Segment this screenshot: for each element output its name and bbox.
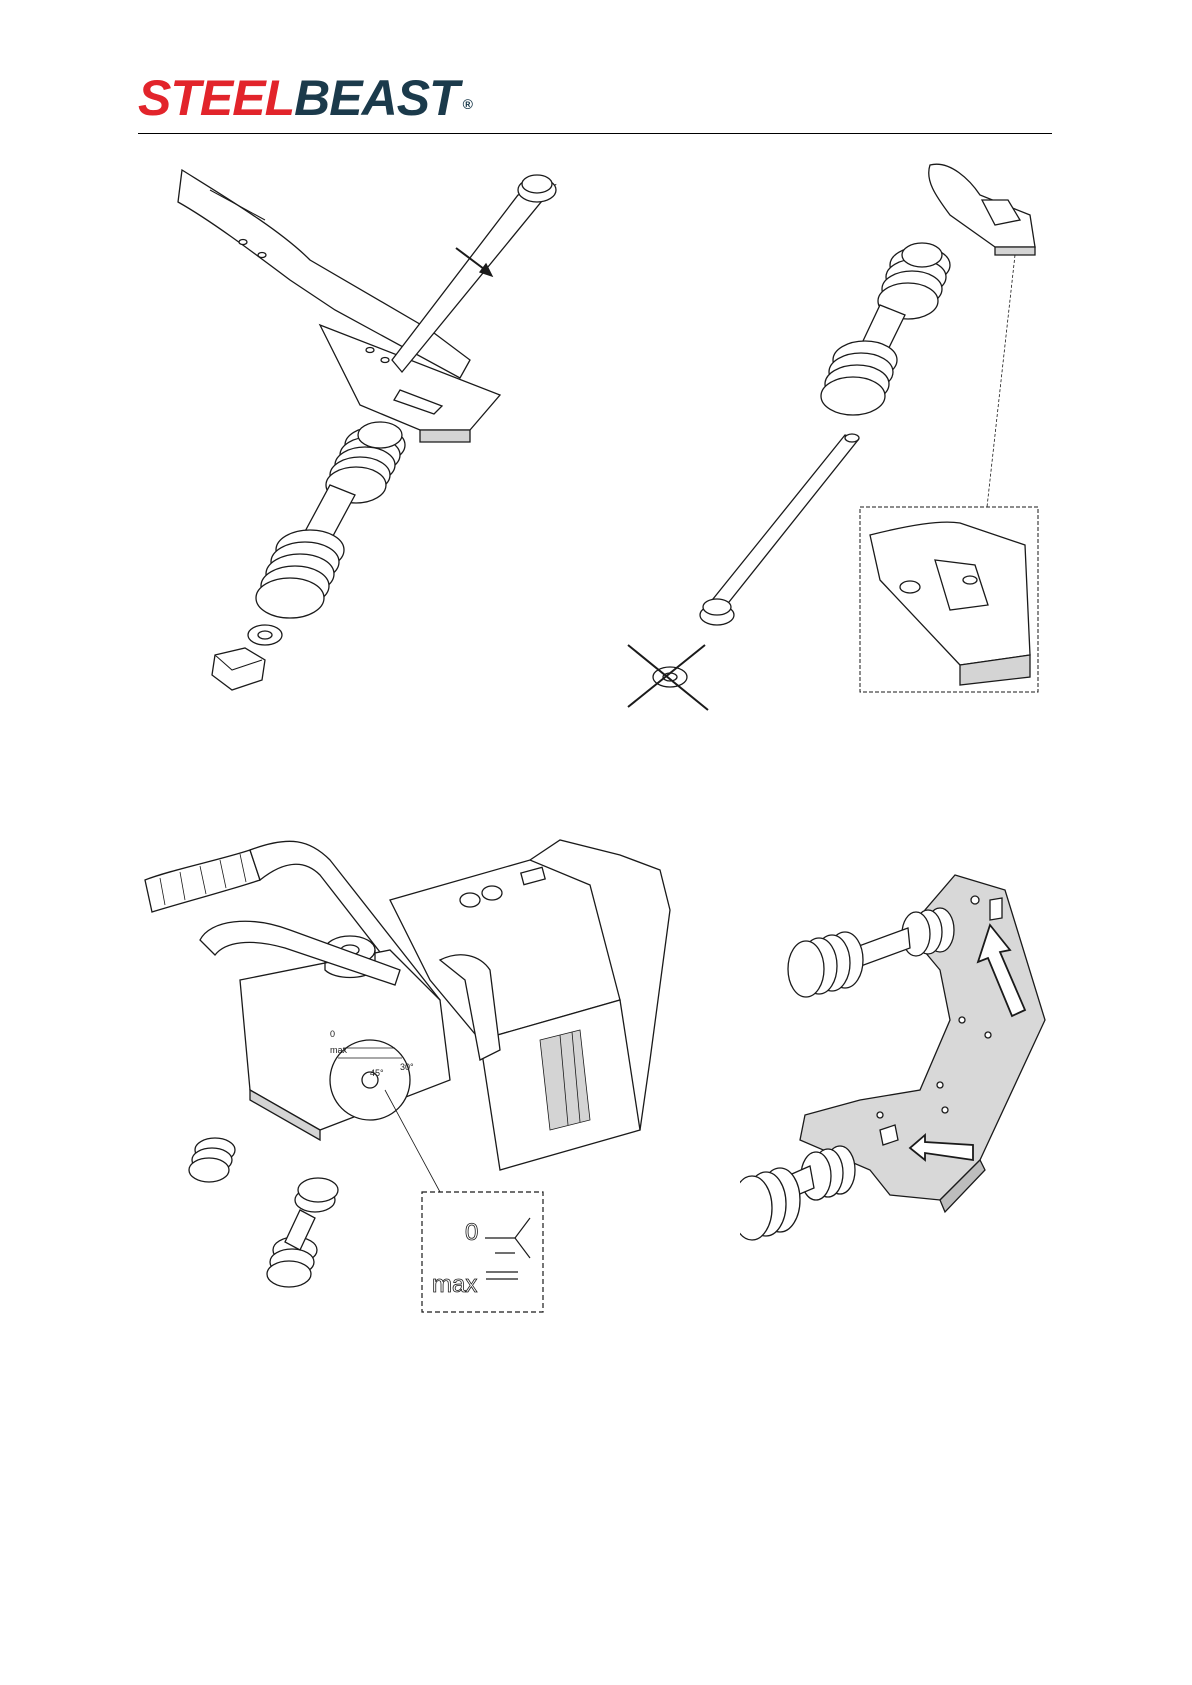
machine-dial-zero-label: 0 — [330, 1029, 335, 1039]
detail-zero-label: 0 — [465, 1219, 478, 1246]
logo-steel-text: STEEL — [138, 70, 294, 126]
machine-dial-angle-45: 45° — [370, 1068, 384, 1078]
machine-dial-angle-30: 30° — [400, 1062, 414, 1072]
figure-arm-pin-roller — [170, 150, 590, 710]
figure-bracket-rollers — [740, 870, 1060, 1260]
figure-roller-bolt-detail — [610, 155, 1050, 715]
detail-max-label: max — [432, 1271, 477, 1298]
registered-mark: ® — [463, 96, 472, 112]
header-divider — [138, 133, 1052, 134]
steelbeast-logo: STEELBEAST ® — [138, 70, 472, 126]
machine-dial-max-label: max — [330, 1045, 348, 1055]
page-header: STEELBEAST ® — [138, 70, 1052, 136]
figure-dial-detail: 0 max — [420, 1190, 545, 1315]
logo-beast-text: BEAST — [294, 70, 458, 126]
